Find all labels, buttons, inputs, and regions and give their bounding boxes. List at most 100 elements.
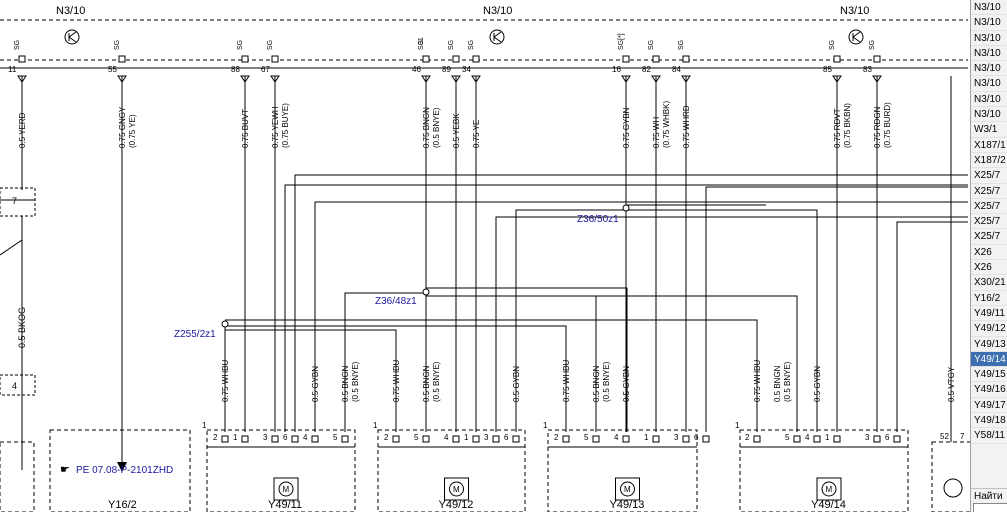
sidebar-component-item[interactable]: X26 <box>971 260 1007 276</box>
bus-line-6 <box>896 221 968 432</box>
sidebar-component-item[interactable]: X25/7 <box>971 184 1007 199</box>
sidebar-component-item[interactable]: Y49/14 <box>971 351 1007 368</box>
bus-line-3 <box>314 201 968 432</box>
motor-pin-number: 6 <box>694 433 699 442</box>
box-pin-one: 1 <box>202 421 207 430</box>
bottom-wire-label: (0.5 BNYE) <box>432 361 441 402</box>
motor-box <box>377 429 526 512</box>
pin-number: 83 <box>863 65 872 74</box>
sidebar-component-item[interactable]: Y49/11 <box>971 306 1007 322</box>
motor-box <box>206 429 356 512</box>
bottom-wire-label: 0.75 WHBU <box>392 360 401 402</box>
right-pin-52: 52 <box>940 432 949 441</box>
motor-pin-number: 5 <box>584 433 589 442</box>
sg-marker: SG <box>14 40 21 50</box>
motor-pin-number: 5 <box>785 433 790 442</box>
sidebar-component-item[interactable]: Y49/16 <box>971 382 1007 398</box>
hand-pointer-icon: ☛ <box>60 464 70 476</box>
sidebar-component-item[interactable]: Y49/12 <box>971 321 1007 337</box>
motor-icon <box>620 481 635 497</box>
motor-pin-socket <box>702 435 710 443</box>
sidebar-component-item[interactable]: X25/7 <box>971 199 1007 215</box>
sidebar-component-item[interactable]: N3/10 <box>971 0 1007 16</box>
junction-line-j2-a <box>344 292 426 432</box>
sidebar-component-item[interactable]: X25/7 <box>971 214 1007 230</box>
left-component-box <box>0 441 35 512</box>
bus-line-1 <box>294 174 968 432</box>
sidebar-component-item[interactable]: X25/7 <box>971 229 1007 245</box>
motor-pin-socket <box>291 435 299 443</box>
wire-label-alt: (0.75 WHBK) <box>662 101 671 148</box>
sidebar-component-item[interactable]: X187/1 <box>971 138 1007 153</box>
sidebar-component-item[interactable]: Y49/15 <box>971 367 1007 383</box>
junction-line-j2-b <box>426 287 628 432</box>
motor-pin-number: 4 <box>805 433 810 442</box>
motor-component-label: Y49/14 <box>811 499 846 511</box>
motor-pin-number: 6 <box>885 433 890 442</box>
motor-icon <box>278 481 294 497</box>
sidebar-component-item[interactable]: N3/10 <box>971 15 1007 31</box>
bottom-wire-label: 0.5 BNGN <box>341 365 350 402</box>
pin-socket <box>873 55 881 63</box>
bottom-wire-label: 0.75 WHBU <box>753 360 762 402</box>
sidebar-component-item[interactable]: Y58/11 <box>971 428 1007 444</box>
motor-pin-socket <box>652 435 660 443</box>
bottom-wire-label: 0.75 WHBU <box>221 360 230 402</box>
sidebar-component-item[interactable]: N3/10 <box>971 61 1007 77</box>
right-transistor-icon <box>943 478 963 498</box>
motor-m-glyph: M <box>624 485 631 494</box>
left-pin-4: 4 <box>12 381 17 391</box>
motor-box <box>739 429 909 512</box>
sidebar-component-item[interactable]: Y49/17 <box>971 398 1007 414</box>
sidebar-component-item[interactable]: N3/10 <box>971 76 1007 92</box>
junction-dot-j1 <box>622 204 630 212</box>
motor-pin-socket <box>452 435 460 443</box>
sidebar-component-item[interactable]: Y49/13 <box>971 337 1007 352</box>
motor-pin-number: 2 <box>554 433 559 442</box>
arrow-y16-2 <box>117 462 127 472</box>
bottom-wire-label: (0.5 BNYE) <box>602 361 611 402</box>
motor-icon <box>821 481 837 497</box>
pin-socket <box>472 55 480 63</box>
pin-socket <box>652 55 660 63</box>
sidebar-component-item[interactable]: N3/10 <box>971 107 1007 123</box>
sidebar-component-item[interactable]: N3/10 <box>971 92 1007 108</box>
pin-number: 82 <box>642 65 651 74</box>
component-y16-2-box <box>49 429 191 512</box>
sg-marker: SG <box>114 40 121 50</box>
sidebar-component-item[interactable]: X187/2 <box>971 153 1007 169</box>
sg-marker: SG <box>829 40 836 50</box>
sidebar-component-item[interactable]: X25/7 <box>971 168 1007 184</box>
sidebar-component-item[interactable]: N3/10 <box>971 31 1007 46</box>
motor-icon <box>449 481 464 497</box>
pin-number: 88 <box>231 65 240 74</box>
junction-line-j3-c <box>225 325 567 432</box>
motor-component-label: Y49/12 <box>439 499 474 511</box>
sidebar-component-item[interactable]: Y49/18 <box>971 413 1007 429</box>
find-input[interactable] <box>973 503 1007 512</box>
motor-pin-socket <box>753 435 761 443</box>
motor-pin-number: 4 <box>614 433 619 442</box>
sidebar-component-item[interactable]: N3/10 <box>971 46 1007 62</box>
pin-socket <box>452 55 460 63</box>
bottom-wire-label: 0.75 WHBU <box>562 360 571 402</box>
motor-pin-number: 6 <box>283 433 288 442</box>
wire-label-alt: (0.5 BNYE) <box>432 107 441 148</box>
motor-component-label: Y49/11 <box>268 499 302 511</box>
pin-socket <box>682 55 690 63</box>
sidebar-component-item[interactable]: Y16/2 <box>971 291 1007 306</box>
bottom-wire-label: 0.5 BNGN <box>422 365 431 402</box>
sidebar-component-item[interactable]: X30/21 <box>971 275 1007 291</box>
component-y16-2-ref[interactable]: PE 07.08-P-2101ZHD <box>76 465 173 476</box>
sidebar-component-item[interactable]: X26 <box>971 245 1007 261</box>
sidebar-component-item[interactable]: W3/1 <box>971 122 1007 138</box>
motor-pin-socket <box>833 435 841 443</box>
pin-number: 67 <box>261 65 270 74</box>
left-wire-bkog: 0.5 BKOG <box>17 307 27 348</box>
motor-pin-socket <box>793 435 801 443</box>
junction-label-j2: Z36/48z1 <box>375 296 417 307</box>
